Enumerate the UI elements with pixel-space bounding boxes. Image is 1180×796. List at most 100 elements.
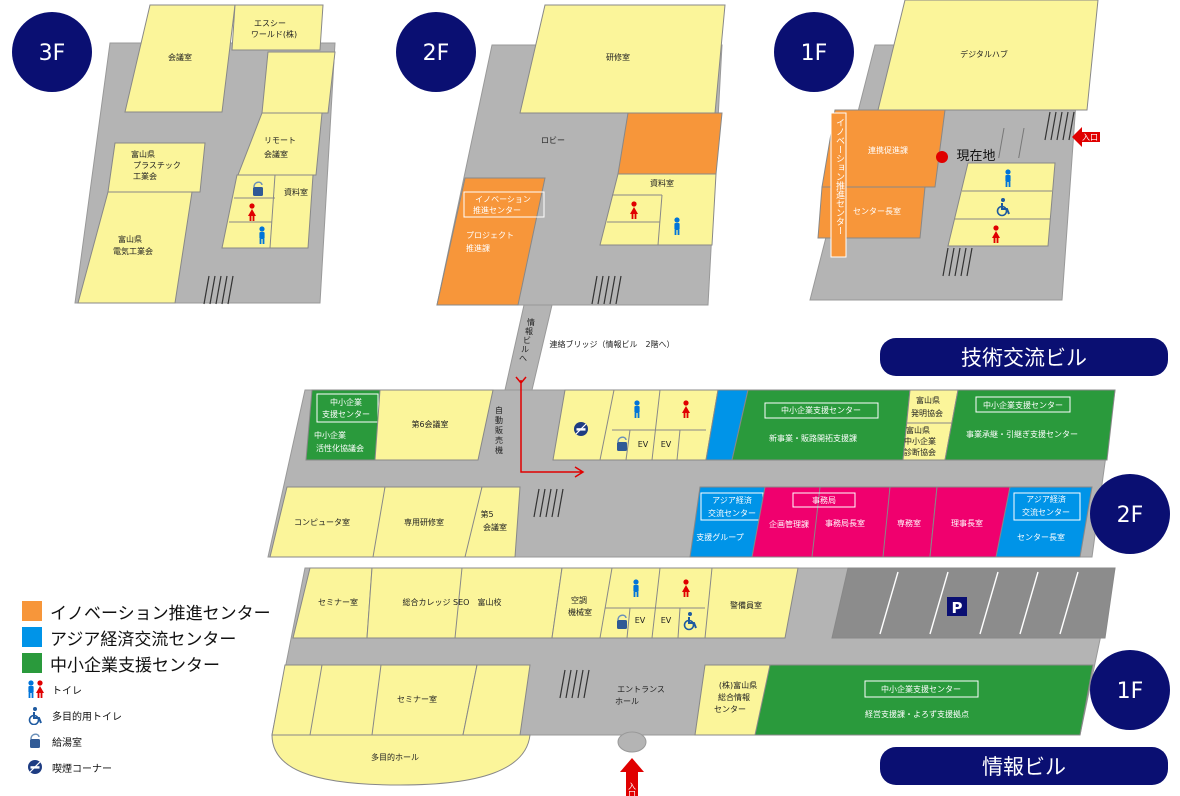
tech3f-remote-room-2: 会議室 xyxy=(264,149,288,159)
info1f-college: 総合カレッジ SEO 富山校 xyxy=(403,597,502,607)
info2f-diagnosis: 富山県 xyxy=(906,425,930,435)
tech1f-director: センター長室 xyxy=(853,206,901,216)
info2f-succession: 事業承継・引継ぎ支援センター xyxy=(966,429,1078,439)
info1f-management: 経営支援課・よろず支援拠点 xyxy=(865,709,969,719)
info-2f-floorplan: 中小企業 支援センター 中小企業 活性化協議会 第6会議室 自 動 販 売 機 … xyxy=(267,376,1116,558)
info1f-control: 空調 xyxy=(571,595,587,605)
legend-label-innovation: イノベーション推進センター xyxy=(50,603,271,624)
floor-badge-tech-3f: 3F xyxy=(12,12,92,92)
toilet-icon xyxy=(22,679,48,699)
info2f-planning: 企画管理課 xyxy=(769,519,809,529)
info2f-sme-act-box: 中小企業 xyxy=(330,397,362,407)
info1f-sme-mgmt-box: 中小企業支援センター xyxy=(881,684,961,694)
tech3f-materials-room: 資料室 xyxy=(284,187,308,197)
tech2f-materials-room: 資料室 xyxy=(650,178,674,188)
tech2f-innovation-box: イノベーション xyxy=(475,195,531,204)
info2f-asia-box: アジア経済 xyxy=(712,495,752,505)
tech3f-plastic: 富山県 xyxy=(131,149,155,159)
map-legend: イノベーション推進センター アジア経済交流センター 中小企業支援センター トイレ… xyxy=(22,598,271,780)
info2f-sme-new: 新事業・販路開拓支援課 xyxy=(769,433,857,443)
legend-label-multi-toilet: 多目的用トイレ xyxy=(52,711,122,723)
info1f-info-center-2: 総合情報 xyxy=(718,692,750,702)
info1f-multi-hall: 多目的ホール xyxy=(371,752,419,762)
bridge-vertical-1: 情 xyxy=(527,317,535,327)
floor-badge-info-2f: 2F xyxy=(1090,474,1170,554)
tech1f-vertical-sign: イノベーション推進センター xyxy=(834,118,845,235)
info-1f-floorplan: P 入口 セミナー室 総合カレッジ SEO 富山校 空調 機械室 EV EV 警… xyxy=(271,567,1116,796)
info2f-vending-3: 販 xyxy=(495,425,503,435)
legend-item-kitchen: 給湯室 xyxy=(22,728,271,754)
info2f-sme-new-box: 中小企業支援センター xyxy=(781,405,861,415)
floor-badge-tech-1f: 1F xyxy=(774,12,854,92)
info2f-sme-succ-box: 中小企業支援センター xyxy=(983,400,1063,410)
info1f-ev-2: EV xyxy=(661,616,672,625)
info2f-sme-act-box-2: 支援センター xyxy=(322,409,370,419)
legend-item-sme: 中小企業支援センター xyxy=(22,650,271,676)
tech3f-plastic-2: プラスチック xyxy=(133,161,181,170)
svg-text:3F: 3F xyxy=(39,41,66,66)
svg-text:2F: 2F xyxy=(423,41,450,66)
info2f-sme-act-2: 活性化協議会 xyxy=(316,443,364,453)
info1f-entrance-hall-2: ホール xyxy=(615,697,639,706)
building-label-tech: 技術交流ビル xyxy=(880,338,1168,376)
tech1f-current-location: 現在地 xyxy=(956,149,995,164)
bridge-vertical-3: ビ xyxy=(523,336,531,345)
info2f-asia-box2-2: 交流センター xyxy=(1022,507,1070,517)
info1f-info-center-3: センター xyxy=(714,705,746,714)
tech3f-meeting-room: 会議室 xyxy=(168,52,192,62)
svg-text:1F: 1F xyxy=(1117,679,1144,704)
info2f-ev-2: EV xyxy=(661,440,672,449)
legend-swatch-green xyxy=(22,653,42,673)
info2f-director: センター長室 xyxy=(1017,532,1065,542)
smoking-icon xyxy=(22,757,48,777)
legend-label-asia: アジア経済交流センター xyxy=(50,629,237,650)
info1f-entrance-label: 入口 xyxy=(628,782,637,796)
floor-badge-info-1f: 1F xyxy=(1090,650,1170,730)
svg-text:1F: 1F xyxy=(801,41,828,66)
tech2f-lobby: ロビー xyxy=(541,136,565,145)
floor-badge-tech-2f: 2F xyxy=(396,12,476,92)
info2f-vending-2: 動 xyxy=(495,416,503,425)
legend-label-toilet: トイレ xyxy=(52,685,82,697)
info1f-seminar-bottom: セミナー室 xyxy=(397,694,437,704)
legend-swatch-blue xyxy=(22,627,42,647)
wheelchair-icon xyxy=(22,705,48,725)
legend-item-asia: アジア経済交流センター xyxy=(22,624,271,650)
info2f-diagnosis-3: 診断協会 xyxy=(904,447,936,457)
tech3f-plastic-3: 工業会 xyxy=(133,171,157,181)
info2f-executive: 専務室 xyxy=(897,518,921,528)
info2f-support-group: 支援グループ xyxy=(696,532,744,542)
kitchen-icon xyxy=(22,731,48,751)
info2f-asia-box-2: 交流センター xyxy=(708,508,756,518)
legend-item-toilet: トイレ xyxy=(22,676,271,702)
info1f-guard: 警備員室 xyxy=(730,600,762,610)
building-label-info: 情報ビル xyxy=(880,747,1168,785)
tech-3f-floorplan: 会議室 エスシー ワールド(株) リモート 会議室 資料室 富山県 プラスチック… xyxy=(74,4,336,305)
info2f-chairman: 理事長室 xyxy=(951,518,983,528)
tech3f-remote-room: リモート xyxy=(264,136,296,145)
tech1f-digital-hub: デジタルハブ xyxy=(960,49,1008,59)
info2f-vending-1: 自 xyxy=(495,405,503,415)
tech2f-training-room: 研修室 xyxy=(606,52,630,62)
info1f-entrance-hall: エントランス xyxy=(617,685,665,694)
info2f-vending-4: 売 xyxy=(495,435,503,445)
tech1f-promotion: 連携促進課 xyxy=(868,145,908,155)
info2f-sme-act: 中小企業 xyxy=(314,430,346,440)
tech3f-denki: 富山県 xyxy=(118,234,142,244)
info2f-computer: コンピュータ室 xyxy=(294,517,350,527)
tech2f-innovation-box-2: 推進センター xyxy=(473,205,521,215)
legend-swatch-orange xyxy=(22,601,42,621)
legend-label-kitchen: 給湯室 xyxy=(52,737,82,749)
legend-label-sme: 中小企業支援センター xyxy=(50,655,220,676)
info2f-invent-2: 発明協会 xyxy=(911,408,943,418)
tech2f-project: プロジェクト xyxy=(466,231,514,240)
tech3f-denki-2: 電気工業会 xyxy=(113,246,153,256)
tech3f-esc-world-2: ワールド(株) xyxy=(251,29,297,39)
info2f-secretariat-box: 事務局 xyxy=(812,495,836,505)
info2f-vending-5: 機 xyxy=(495,445,503,455)
info2f-diagnosis-2: 中小企業 xyxy=(904,436,936,446)
svg-text:2F: 2F xyxy=(1117,503,1144,528)
info2f-ev-1: EV xyxy=(638,440,649,449)
info1f-parking-sign: P xyxy=(952,599,963,617)
